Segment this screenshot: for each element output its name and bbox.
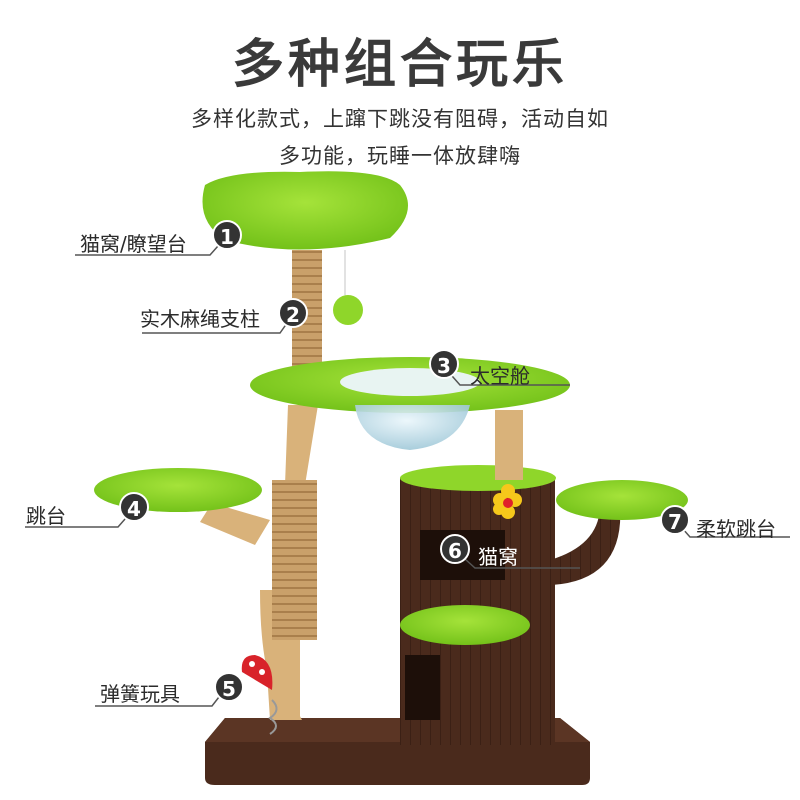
callout-label-4: 跳台 <box>26 504 66 528</box>
mushroom-spring-toy <box>241 655 278 735</box>
callout-badge-2: 2 <box>278 298 308 328</box>
callout-label-3: 太空舱 <box>470 364 530 388</box>
callout-label-7: 柔软跳台 <box>696 517 776 541</box>
right-soft-platform <box>556 480 688 520</box>
subtitle-line-1: 多样化款式，上蹿下跳没有阻碍，活动自如 <box>191 107 609 131</box>
callout-badge-3: 3 <box>429 349 459 379</box>
top-perch <box>202 171 408 325</box>
wood-post-main <box>265 250 322 720</box>
condo-seat-cushion <box>400 605 530 645</box>
page-title: 多种组合玩乐 <box>231 35 568 95</box>
callout-badge-1: 1 <box>212 220 242 250</box>
callout-badge-5: 5 <box>214 672 244 702</box>
callout-label-1: 猫窝/瞭望台 <box>80 232 187 256</box>
callout-badge-4: 4 <box>119 492 149 522</box>
callout-badge-6: 6 <box>440 534 470 564</box>
flower-decoration <box>493 484 522 519</box>
wood-post-right <box>495 410 523 480</box>
callout-label-5: 弹簧玩具 <box>100 682 180 706</box>
callout-label-6: 猫窝 <box>478 545 518 569</box>
callout-badge-7: 7 <box>660 505 690 535</box>
callout-label-2: 实木麻绳支柱 <box>140 307 260 331</box>
subtitle-line-2: 多功能，玩睡一体放肆嗨 <box>279 144 521 168</box>
